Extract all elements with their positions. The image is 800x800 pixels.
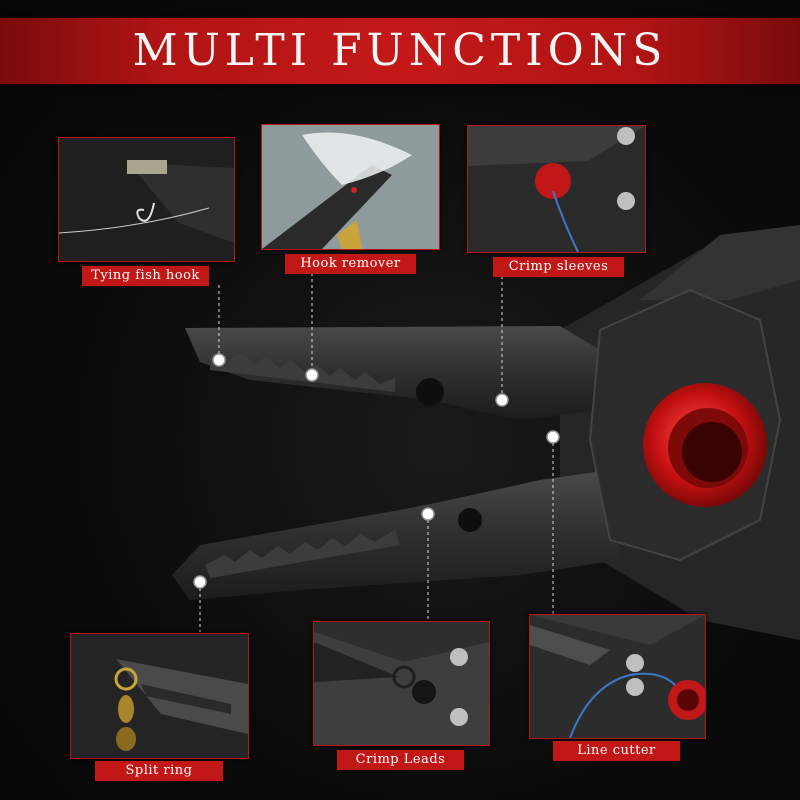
panel-crimp-leads — [313, 621, 490, 746]
panel-tying-fish-hook — [58, 137, 235, 262]
panel-crimp-sleeves — [467, 125, 646, 253]
panel-hook-remover — [261, 124, 440, 250]
title-banner: MULTI FUNCTIONS — [0, 18, 800, 84]
banner-title: MULTI FUNCTIONS — [132, 25, 668, 76]
plier-handle-upper — [640, 225, 800, 300]
panel-split-ring — [70, 633, 249, 759]
panel-line-cutter — [529, 614, 706, 739]
label-line-cutter: Line cutter — [553, 741, 680, 761]
split-ring-image — [71, 634, 248, 758]
tying-fish-hook-image — [59, 138, 234, 261]
label-crimp-leads: Crimp Leads — [337, 750, 464, 770]
split-ring-icon — [114, 667, 138, 691]
jaw-hole — [458, 508, 482, 532]
crimp-sleeves-image — [468, 126, 645, 252]
label-crimp-sleeves: Crimp sleeves — [493, 257, 624, 277]
jaw-hole — [416, 378, 444, 406]
crimp-sleeve-bead — [535, 163, 571, 199]
red-pivot-hole — [682, 422, 742, 482]
line-cutter-image — [530, 615, 705, 738]
label-split-ring: Split ring — [95, 761, 223, 781]
label-hook-remover: Hook remover — [285, 254, 416, 274]
label-tying-fish-hook: Tying fish hook — [82, 266, 209, 286]
lower-teeth — [205, 530, 400, 578]
hook-remover-image — [262, 125, 439, 249]
crimp-leads-image — [314, 622, 489, 745]
upper-teeth — [210, 350, 395, 392]
fish-hook-icon — [136, 202, 155, 222]
